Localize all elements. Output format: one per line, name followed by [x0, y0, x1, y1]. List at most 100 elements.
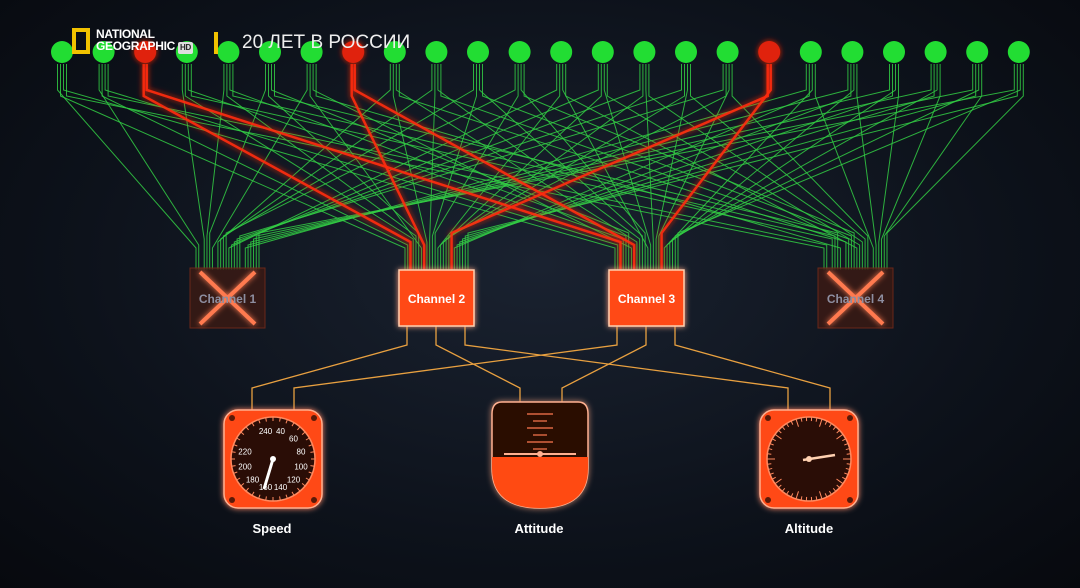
- speed-dial-label: 240: [259, 427, 273, 436]
- instrument-wire: [674, 326, 831, 410]
- sensor-wire: [232, 64, 836, 270]
- sensor-node: [217, 41, 240, 63]
- sensor-wire: [211, 64, 308, 270]
- sensor-wire: [239, 64, 724, 270]
- sensor-wire: [226, 64, 417, 270]
- sensor-wire: [229, 64, 627, 270]
- instrument-wire: [251, 326, 408, 410]
- speed-dial-label: 180: [246, 476, 260, 485]
- sensor-node: [883, 41, 905, 63]
- sensor-wire: [674, 64, 980, 270]
- sensor-node-fault: [758, 41, 781, 63]
- failed-x-icon: [826, 270, 885, 326]
- speed-dial-label: 200: [238, 463, 252, 472]
- sensor-wire: [690, 64, 866, 270]
- instrument-wire: [561, 326, 647, 402]
- instrument-wire: [435, 326, 521, 402]
- sensor-wire: [236, 64, 682, 270]
- sensor-wire: [392, 64, 428, 270]
- sensor-wire: [222, 64, 474, 270]
- sensor-wire: [63, 64, 616, 270]
- hd-badge: HD: [178, 42, 193, 54]
- sensor-wire: [479, 64, 643, 270]
- sensor-wire: [520, 64, 646, 270]
- sensor-wire: [672, 64, 938, 270]
- channel-2-box: [398, 269, 475, 327]
- sensor-wire: [456, 64, 852, 270]
- sensor-wire: [883, 64, 983, 270]
- speed-needle: [262, 458, 275, 490]
- sensor-wire: [462, 64, 935, 270]
- sensor-wire: [677, 64, 1021, 270]
- sensor-node: [1007, 41, 1030, 63]
- sensor-wire: [66, 64, 825, 270]
- sensor-wire: [184, 64, 414, 270]
- sensor-wire: [209, 64, 266, 270]
- fault-wires: [142, 64, 772, 270]
- sensor-node: [508, 41, 531, 63]
- sensor-wire: [437, 64, 641, 270]
- sensor-wire: [187, 64, 624, 270]
- sensor-wire: [220, 64, 433, 270]
- instrument-wire: [293, 326, 618, 410]
- sensor-wire: [398, 64, 847, 270]
- sensor-node: [425, 41, 448, 63]
- sensor-wire: [450, 64, 769, 270]
- sensor-wire: [315, 64, 841, 270]
- channel-3-label: Channel 3: [617, 292, 676, 306]
- sensor-wire: [233, 64, 641, 270]
- channel-1-box: [189, 267, 266, 329]
- sensor-node: [550, 41, 573, 63]
- sensor-nodes: [51, 41, 1030, 63]
- sensor-wire: [107, 64, 828, 270]
- sensor-wire: [437, 64, 561, 270]
- sensor-wire: [350, 64, 426, 270]
- sensor-wire: [142, 64, 412, 270]
- sensor-wire: [250, 64, 890, 270]
- channel-4-label: Channel 4: [826, 292, 885, 306]
- channel-4-box: [817, 267, 894, 329]
- sensor-node: [300, 41, 323, 63]
- sensor-wire: [878, 64, 899, 270]
- sensor-wire: [731, 64, 869, 270]
- sensor-node: [383, 41, 406, 63]
- sensor-node: [716, 41, 739, 63]
- sensor-wire: [440, 64, 850, 270]
- sensor-wire: [104, 64, 619, 270]
- sensor-wires: [57, 64, 1024, 270]
- sensor-node: [924, 41, 947, 63]
- sensor-wire: [60, 64, 406, 270]
- sensor-wire: [253, 64, 932, 270]
- sensor-wire: [57, 64, 197, 270]
- instrument-wire: [464, 326, 789, 410]
- broadcast-title: 20 ЛЕТ В РОССИИ: [242, 32, 411, 53]
- sensor-wire: [562, 64, 649, 270]
- sensor-node: [92, 41, 115, 63]
- sensor-wire: [814, 64, 874, 270]
- sensor-wire: [353, 64, 636, 270]
- sensor-wire: [258, 64, 1015, 270]
- sensor-wire: [881, 64, 941, 270]
- sensor-wire: [606, 64, 861, 270]
- channels: [189, 267, 894, 329]
- sensor-wire: [190, 64, 833, 270]
- instrument-wires: [251, 326, 831, 410]
- sensor-wire: [603, 64, 652, 270]
- logo-separator: [214, 32, 218, 54]
- sensor-wire: [666, 64, 855, 270]
- sensor-wire: [231, 64, 599, 270]
- sensor-wire: [274, 64, 839, 270]
- speed-dial-label: 120: [287, 476, 301, 485]
- failed-x-icon: [198, 270, 257, 326]
- sensor-node-fault: [134, 41, 157, 63]
- logo-line1: NATIONAL: [96, 27, 155, 41]
- sensor-node: [633, 41, 656, 63]
- altitude-label: Altitude: [784, 521, 834, 536]
- sensor-node: [467, 41, 489, 63]
- sensor-wire: [886, 64, 1024, 270]
- sensor-wire: [663, 64, 813, 270]
- speed-dial-label: 60: [289, 434, 298, 443]
- sensor-wire: [464, 64, 977, 270]
- logo-line2: GEOGRAPHIC: [96, 39, 176, 53]
